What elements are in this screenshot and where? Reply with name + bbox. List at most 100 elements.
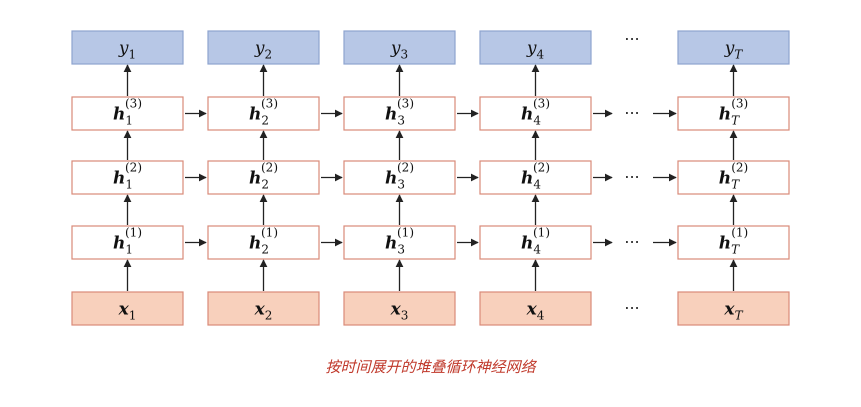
hidden-label-l2-T: hT(2) xyxy=(719,161,748,192)
hidden-label-l3-T-subscript: T xyxy=(731,114,740,128)
hidden-label-l1-3: h3 (1) xyxy=(385,226,414,257)
hidden-label-l3-1-subscript: 1 xyxy=(125,114,133,128)
input-label-T-subscript: T xyxy=(735,309,744,323)
hidden-label-l3-2-var: h xyxy=(249,105,261,125)
output-label-1-var: y xyxy=(118,39,129,59)
hidden-label-l3-1-var: h xyxy=(113,105,125,125)
hidden-label-l3-2-superscript: (3) xyxy=(261,97,278,111)
hidden-label-l3-3-subscript: 3 xyxy=(397,114,405,128)
hidden-box-l2-3 xyxy=(343,160,456,195)
hidden-label-l1-3-subscript: 3 xyxy=(397,243,405,257)
hidden-label-l3-1: h1(3) xyxy=(113,97,142,128)
hidden-label-l1-4-subscript: 4 xyxy=(533,243,541,257)
hidden-label-l3-4-superscript: (3) xyxy=(533,97,550,111)
input-box-1 xyxy=(71,291,184,326)
hidden-label-l1-3-var: h xyxy=(385,234,397,254)
hidden-label-l2-T-var: h xyxy=(719,169,731,189)
hidden-label-l3-T-var: h xyxy=(719,105,731,125)
hidden-box-l3-T xyxy=(677,96,790,131)
input-label-2-subscript: 2 xyxy=(265,309,273,323)
input-box-T xyxy=(677,291,790,326)
hidden-label-l2-3: h3 (2) xyxy=(385,161,414,192)
hidden-box-l3-3 xyxy=(343,96,456,131)
hidden-label-l1-1-superscript: (1) xyxy=(125,226,142,240)
hidden-box-l2-4 xyxy=(479,160,592,195)
output-box-2 xyxy=(207,30,320,65)
output-label-3: y3 xyxy=(390,39,408,62)
hidden-label-l1-T-var: h xyxy=(719,234,731,254)
ellipsis-output: ··· xyxy=(624,30,639,49)
hidden-box-l1-3 xyxy=(343,225,456,260)
hidden-label-l2-2-var: h xyxy=(249,169,261,189)
output-label-3-var: y xyxy=(390,39,401,59)
hidden-label-l2-4-subscript: 4 xyxy=(533,178,541,192)
ellipsis-l3: ··· xyxy=(624,104,639,123)
hidden-label-l2-4: h4 (2) xyxy=(521,161,550,192)
hidden-label-l2-3-subscript: 3 xyxy=(397,178,405,192)
input-box-3 xyxy=(343,291,456,326)
hidden-label-l1-T: hT (1) xyxy=(719,226,748,257)
output-box-T xyxy=(677,30,790,65)
hidden-label-l2-3-superscript: (2) xyxy=(397,161,414,175)
hidden-label-l2-2-subscript: 2 xyxy=(261,178,269,192)
figure-caption: 按时间展开的堆叠循环神经网络 xyxy=(325,358,536,376)
input-box-4 xyxy=(479,291,592,326)
arrows-layer xyxy=(123,64,738,291)
output-label-4-subscript: 4 xyxy=(536,48,544,62)
hidden-label-l3-3-superscript: (3) xyxy=(397,97,414,111)
input-label-2: x2 xyxy=(254,300,273,323)
output-label-1: y1 xyxy=(118,39,136,62)
output-box-4 xyxy=(479,30,592,65)
hidden-box-l3-1 xyxy=(71,96,184,131)
input-box-2 xyxy=(207,291,320,326)
output-label-4: y4 xyxy=(526,39,545,62)
hidden-box-l1-4 xyxy=(479,225,592,260)
input-label-T-var: x xyxy=(723,300,735,320)
output-label-2-subscript: 2 xyxy=(264,48,272,62)
hidden-label-l2-1-subscript: 1 xyxy=(125,178,133,192)
hidden-label-l1-2-superscript: (1) xyxy=(261,226,278,240)
hidden-label-l1-T-superscript: (1) xyxy=(731,226,748,240)
hidden-label-l1-T-subscript: T xyxy=(731,243,740,257)
hidden-label-l1-3-superscript: (1) xyxy=(397,226,414,240)
hidden-box-l1-1 xyxy=(71,225,184,260)
hidden-label-l2-2-superscript: (2) xyxy=(261,161,278,175)
hidden-label-l2-4-superscript: (2) xyxy=(533,161,550,175)
hidden-box-l3-4 xyxy=(479,96,592,131)
hidden-label-l2-4-var: h xyxy=(521,169,533,189)
hidden-label-l1-1-var: h xyxy=(113,234,125,254)
boxes-layer: y1h1(3)h1(2)h1(1)x1y2h2(3)h2(2)h2(1)x2y3… xyxy=(71,30,790,326)
output-label-T-var: y xyxy=(724,39,735,59)
hidden-label-l3-T: hT (3) xyxy=(719,97,748,128)
ellipsis-l2: ··· xyxy=(624,168,639,187)
hidden-label-l2-T-superscript: (2) xyxy=(731,161,748,175)
input-label-1-var: x xyxy=(118,300,130,320)
hidden-label-l1-4: h4 (1) xyxy=(521,226,550,257)
hidden-label-l3-T-superscript: (3) xyxy=(731,97,748,111)
output-label-T-subscript: T xyxy=(734,48,743,62)
input-label-1: x1 xyxy=(118,300,137,323)
hidden-label-l1-4-superscript: (1) xyxy=(533,226,550,240)
input-label-2-var: x xyxy=(254,300,266,320)
hidden-label-l1-4-var: h xyxy=(521,234,533,254)
hidden-box-l2-1 xyxy=(71,160,184,195)
output-label-1-subscript: 1 xyxy=(128,48,136,62)
hidden-label-l3-4: h4(3) xyxy=(521,97,550,128)
hidden-box-l3-2 xyxy=(207,96,320,131)
hidden-label-l3-3-var: h xyxy=(385,105,397,125)
output-label-2-var: y xyxy=(254,39,265,59)
input-label-3-subscript: 3 xyxy=(401,309,409,323)
output-label-2: y2 xyxy=(254,39,272,62)
hidden-label-l3-4-var: h xyxy=(521,105,533,125)
hidden-label-l1-2-var: h xyxy=(249,234,261,254)
hidden-label-l1-2-subscript: 2 xyxy=(261,243,269,257)
hidden-box-l1-2 xyxy=(207,225,320,260)
input-label-1-subscript: 1 xyxy=(129,309,137,323)
hidden-label-l2-1: h1(2) xyxy=(113,161,142,192)
input-label-4-var: x xyxy=(526,300,538,320)
hidden-label-l3-2-subscript: 2 xyxy=(261,114,269,128)
hidden-box-l2-T xyxy=(677,160,790,195)
hidden-label-l1-1-subscript: 1 xyxy=(125,243,133,257)
hidden-label-l2-3-var: h xyxy=(385,169,397,189)
